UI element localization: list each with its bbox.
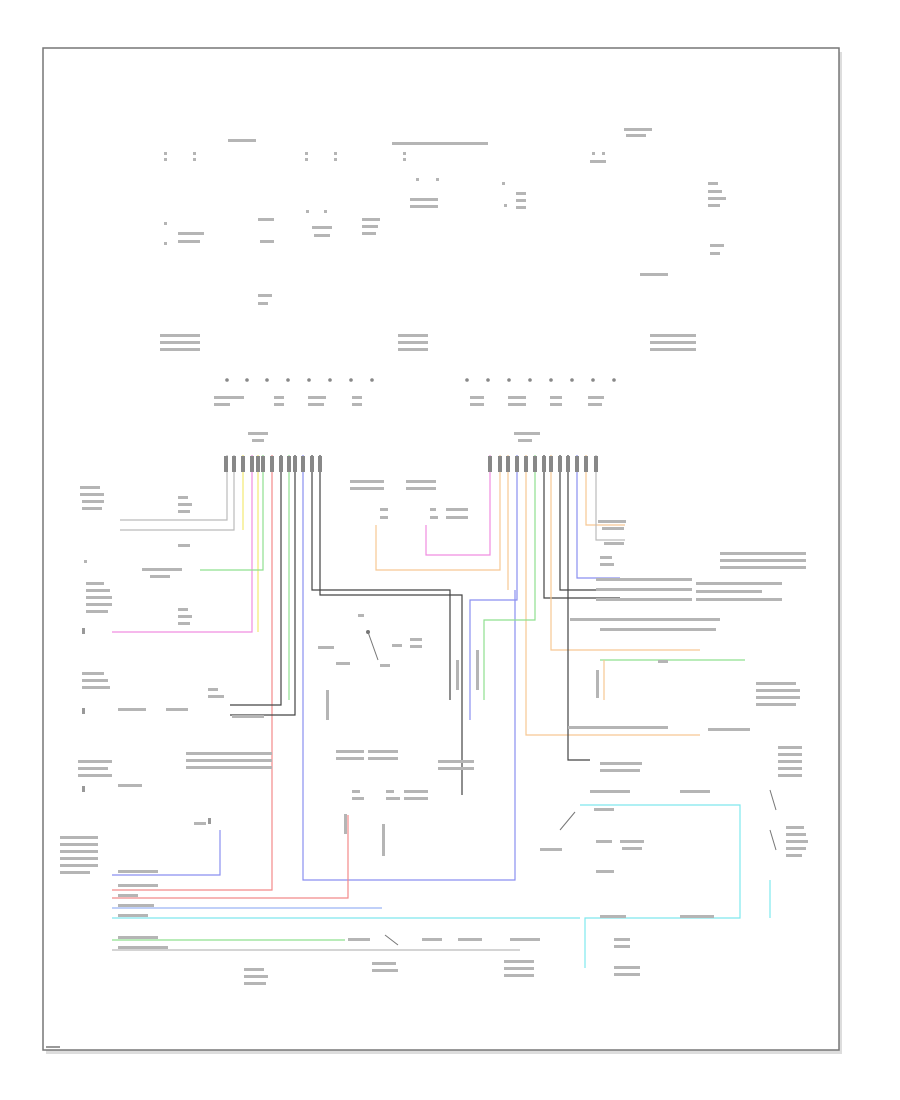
wire-right-5 xyxy=(543,455,620,599)
switches xyxy=(366,630,777,946)
diagram-frame xyxy=(42,47,840,1051)
right-side-labels xyxy=(540,520,808,976)
top-component-area xyxy=(160,128,726,351)
splice-row-left xyxy=(225,378,374,382)
footer-mark xyxy=(46,1046,60,1048)
wire-pink-top xyxy=(425,455,491,556)
wire-black-4 xyxy=(319,455,463,795)
ground-symbols xyxy=(82,628,211,824)
wire-right-2 xyxy=(469,455,518,720)
right-connector-pins xyxy=(488,456,598,472)
wire-right-8 xyxy=(567,455,590,761)
wire-gray-left-1 xyxy=(120,455,228,521)
splice-labels xyxy=(214,396,604,442)
wire-gray-left-2 xyxy=(120,455,235,531)
wire-black-1 xyxy=(230,455,282,706)
wire-blue-bottom xyxy=(112,830,221,876)
wire-red xyxy=(112,455,273,891)
wire-right-10 xyxy=(585,455,625,526)
wire-red-bottom xyxy=(112,815,349,899)
wire-right-3 xyxy=(525,455,700,736)
wire-right-4 xyxy=(483,455,536,700)
wire-pink xyxy=(112,455,253,633)
wire-black-3 xyxy=(311,455,451,700)
wire-right-6 xyxy=(550,455,700,651)
center-labels xyxy=(318,480,540,977)
left-connector-pins xyxy=(224,456,322,472)
wire-cyan-loop xyxy=(580,804,741,968)
wire-blue-main xyxy=(302,455,516,881)
left-side-labels xyxy=(60,486,272,985)
wire-right-11 xyxy=(595,455,625,541)
splice-row-right xyxy=(465,378,616,382)
wire-orange-top xyxy=(375,455,501,571)
wire-green-upper xyxy=(200,455,264,571)
